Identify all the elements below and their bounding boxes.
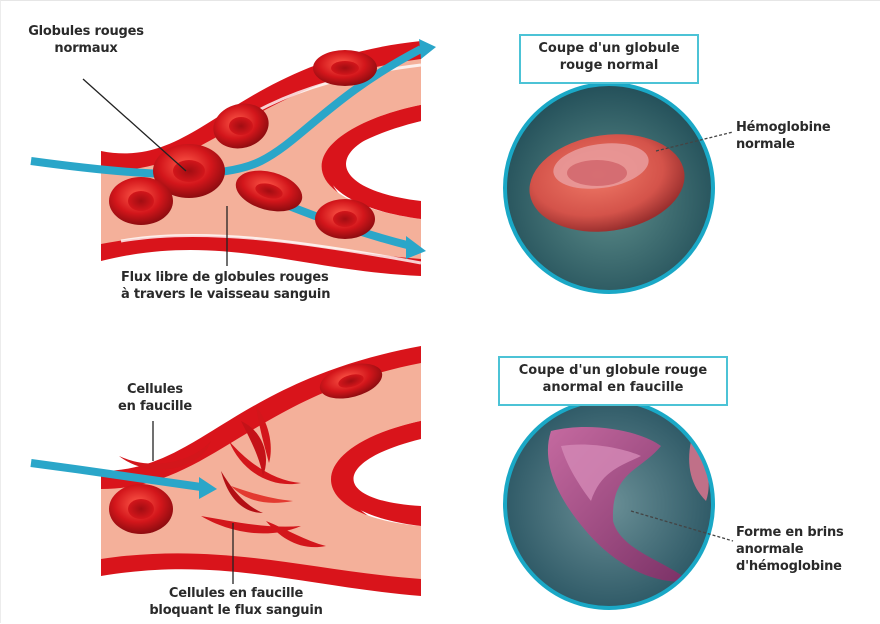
label-forme-brins: Forme en brins anormale d'hémoglobine bbox=[736, 524, 880, 575]
micrograph-normal bbox=[505, 84, 733, 292]
label-bloquant-flux: Cellules en faucille bloquant le flux sa… bbox=[136, 585, 336, 619]
box-line: Coupe d'un globule rouge bbox=[506, 362, 720, 379]
label-line: Forme en brins bbox=[736, 524, 880, 541]
label-line: en faucille bbox=[107, 398, 203, 415]
box-line: anormal en faucille bbox=[506, 379, 720, 396]
label-line: Flux libre de globules rouges bbox=[121, 269, 381, 286]
label-line: Cellules bbox=[107, 381, 203, 398]
micrograph-sickle bbox=[505, 400, 733, 608]
vessel-sickle bbox=[31, 346, 421, 596]
box-coupe-faucille: Coupe d'un globule rouge anormal en fauc… bbox=[498, 356, 728, 406]
label-line: bloquant le flux sanguin bbox=[136, 602, 336, 619]
label-line: Cellules en faucille bbox=[136, 585, 336, 602]
vessel-normal bbox=[31, 39, 436, 276]
box-line: Coupe d'un globule bbox=[527, 40, 691, 57]
label-cellules-faucille: Cellules en faucille bbox=[107, 381, 203, 415]
label-line: anormale bbox=[736, 541, 880, 558]
label-line: normale bbox=[736, 136, 876, 153]
box-coupe-normal: Coupe d'un globule rouge normal bbox=[519, 34, 699, 84]
label-line: d'hémoglobine bbox=[736, 558, 880, 575]
label-flux-libre: Flux libre de globules rouges à travers … bbox=[121, 269, 381, 303]
label-line: Globules rouges bbox=[21, 23, 151, 40]
label-line: normaux bbox=[21, 40, 151, 57]
label-line: à travers le vaisseau sanguin bbox=[121, 286, 381, 303]
label-hemoglobine-normale: Hémoglobine normale bbox=[736, 119, 876, 153]
box-line: rouge normal bbox=[527, 57, 691, 74]
label-line: Hémoglobine bbox=[736, 119, 876, 136]
label-globules-rouges: Globules rouges normaux bbox=[21, 23, 151, 57]
